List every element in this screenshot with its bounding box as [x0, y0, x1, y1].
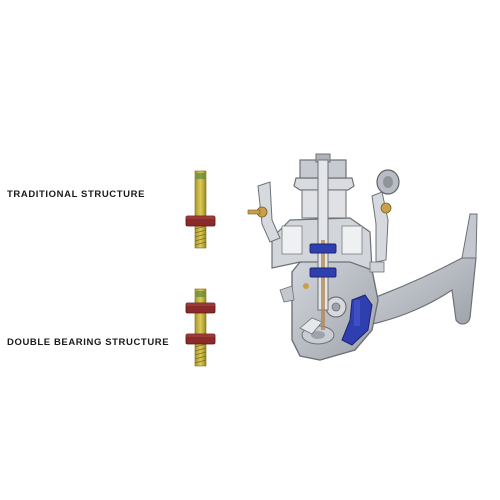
bail-arm-right — [371, 191, 389, 263]
traditional-shaft — [185, 170, 216, 249]
upper-blue-bearing — [309, 243, 337, 254]
reel-cutaway-illustration — [247, 153, 478, 361]
lower-blue-bearing — [309, 267, 337, 278]
traditional-structure-label: TRADITIONAL STRUCTURE — [7, 189, 146, 200]
double-bearing-structure-label: DOUBLE BEARING STRUCTURE — [7, 337, 170, 348]
bail-arm-left — [257, 181, 281, 243]
double-bearing-shaft — [185, 288, 216, 367]
reel-handle-arm — [367, 249, 477, 325]
gold-bail-knob-right — [380, 202, 392, 214]
